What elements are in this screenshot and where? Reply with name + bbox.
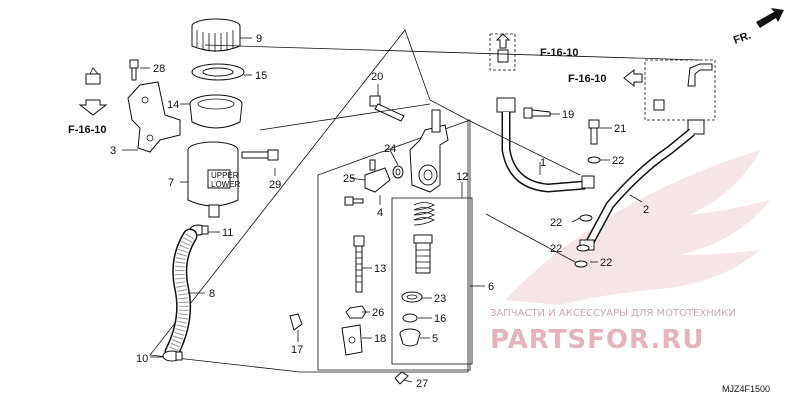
brake-hose-1 (496, 97, 595, 193)
reservoir-hose (164, 228, 198, 360)
callout-7: 7 (168, 177, 174, 189)
reference-label-left: F-16-10 (68, 124, 107, 136)
hose-clamp-10 (162, 350, 183, 362)
bolt-21 (588, 119, 600, 145)
reference-arrow-icon (623, 68, 643, 88)
reservoir-upper-label: UPPER (211, 171, 239, 180)
reservoir-body: UPPER LOWER (187, 141, 241, 218)
reference-label-top: F-16-10 (540, 47, 579, 59)
washer-24 (392, 165, 404, 179)
callout-20: 20 (371, 71, 383, 83)
hose-joint (364, 159, 391, 193)
callout-12: 12 (456, 171, 468, 183)
callout-28: 28 (153, 63, 165, 75)
leader-lines (122, 37, 701, 383)
watermark-brand: PARTSFOR.RU (490, 325, 704, 355)
callout-10: 10 (136, 353, 148, 365)
screw-25 (344, 196, 364, 206)
callout-9: 9 (256, 33, 262, 45)
callout-22c: 22 (550, 243, 562, 255)
master-cylinder-outline (317, 119, 471, 371)
callout-29: 29 (269, 179, 281, 191)
callout-18: 18 (374, 333, 386, 345)
circlip-23 (401, 291, 423, 303)
wing-watermark (505, 150, 770, 305)
callout-15: 15 (255, 70, 267, 82)
nut-26 (345, 305, 367, 319)
piston-set-box (391, 197, 473, 365)
reference-box-top (489, 33, 516, 71)
reservoir-bracket (127, 81, 181, 153)
diaphragm (189, 94, 243, 129)
fr-arrow-icon (756, 8, 784, 28)
push-rod (353, 235, 365, 293)
piston-spring (413, 202, 435, 226)
cotter-pin (394, 371, 409, 385)
callout-14: 14 (167, 99, 179, 111)
callout-5: 5 (432, 333, 438, 345)
reference-arrow-icon (495, 33, 511, 49)
callout-24: 24 (384, 143, 396, 155)
callout-27: 27 (416, 378, 428, 390)
callout-22b: 22 (550, 217, 562, 229)
reference-label-right: F-16-10 (568, 73, 607, 85)
hose-clip-small (85, 67, 101, 85)
washer-22 (576, 244, 590, 252)
diagram-code: MJZ4F1500 (722, 384, 770, 394)
callout-6: 6 (488, 281, 494, 293)
reservoir-cap (191, 18, 241, 52)
bolt-19 (523, 107, 551, 119)
callout-23: 23 (434, 293, 446, 305)
callout-8: 8 (209, 288, 215, 300)
callout-25: 25 (343, 173, 355, 185)
piston (413, 234, 433, 274)
master-cylinder-body (409, 109, 449, 193)
watermark-subtitle: ЗАПЧАСТИ И АКСЕССУАРЫ ДЛЯ МОТОТЕХНИКИ (490, 308, 736, 319)
callout-4: 4 (377, 207, 383, 219)
washer-16 (402, 313, 418, 323)
callout-17: 17 (291, 344, 303, 356)
callout-11: 11 (222, 227, 233, 239)
washer-22 (587, 156, 601, 164)
washer-22 (574, 260, 588, 268)
diaphragm-plate (191, 63, 245, 81)
hose-fitting-top (497, 49, 509, 63)
washer-22 (579, 214, 593, 222)
callout-16: 16 (434, 313, 446, 325)
callout-26: 26 (372, 307, 384, 319)
reference-arrow-icon (78, 99, 108, 116)
bolt-28 (129, 59, 139, 81)
callout-22d: 22 (600, 257, 612, 269)
brake-hose-2 (579, 119, 705, 251)
callout-3: 3 (110, 145, 116, 157)
callout-22a: 22 (612, 155, 624, 167)
clip-17 (289, 313, 303, 331)
push-rod-joint (341, 324, 363, 356)
reservoir-lower-label: LOWER (211, 180, 241, 189)
bolt-20 (369, 95, 405, 122)
hose-fitting (653, 63, 713, 111)
bolt-29 (241, 149, 279, 161)
callout-2: 2 (643, 204, 649, 216)
callout-21: 21 (614, 123, 626, 135)
callout-13: 13 (374, 263, 386, 275)
direction-label: FR. (732, 29, 753, 46)
callout-1: 1 (540, 157, 546, 169)
boot-5 (399, 328, 421, 347)
callout-19: 19 (562, 109, 574, 121)
part-callouts: 1 2 3 4 5 6 7 8 9 10 11 12 13 14 15 16 1… (110, 33, 649, 390)
